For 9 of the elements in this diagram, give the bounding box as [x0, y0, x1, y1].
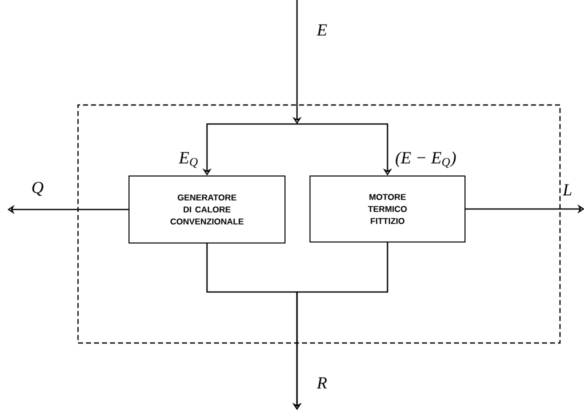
process-box: GENERATORE DI CALORE CONVENZIONALE: [128, 176, 286, 244]
edge-label: E$_{Q}$: [178, 152, 198, 168]
system-boundary: [77, 104, 561, 344]
flow-label: R: [316, 377, 327, 389]
flow-label: E: [316, 24, 327, 36]
process-box: MOTORE TERMICO FITTIZIO: [310, 176, 466, 242]
edge-label: (E − E$_{Q}$): [396, 152, 456, 168]
edge-label: L: [562, 184, 572, 196]
edge-label: Q: [32, 182, 44, 196]
